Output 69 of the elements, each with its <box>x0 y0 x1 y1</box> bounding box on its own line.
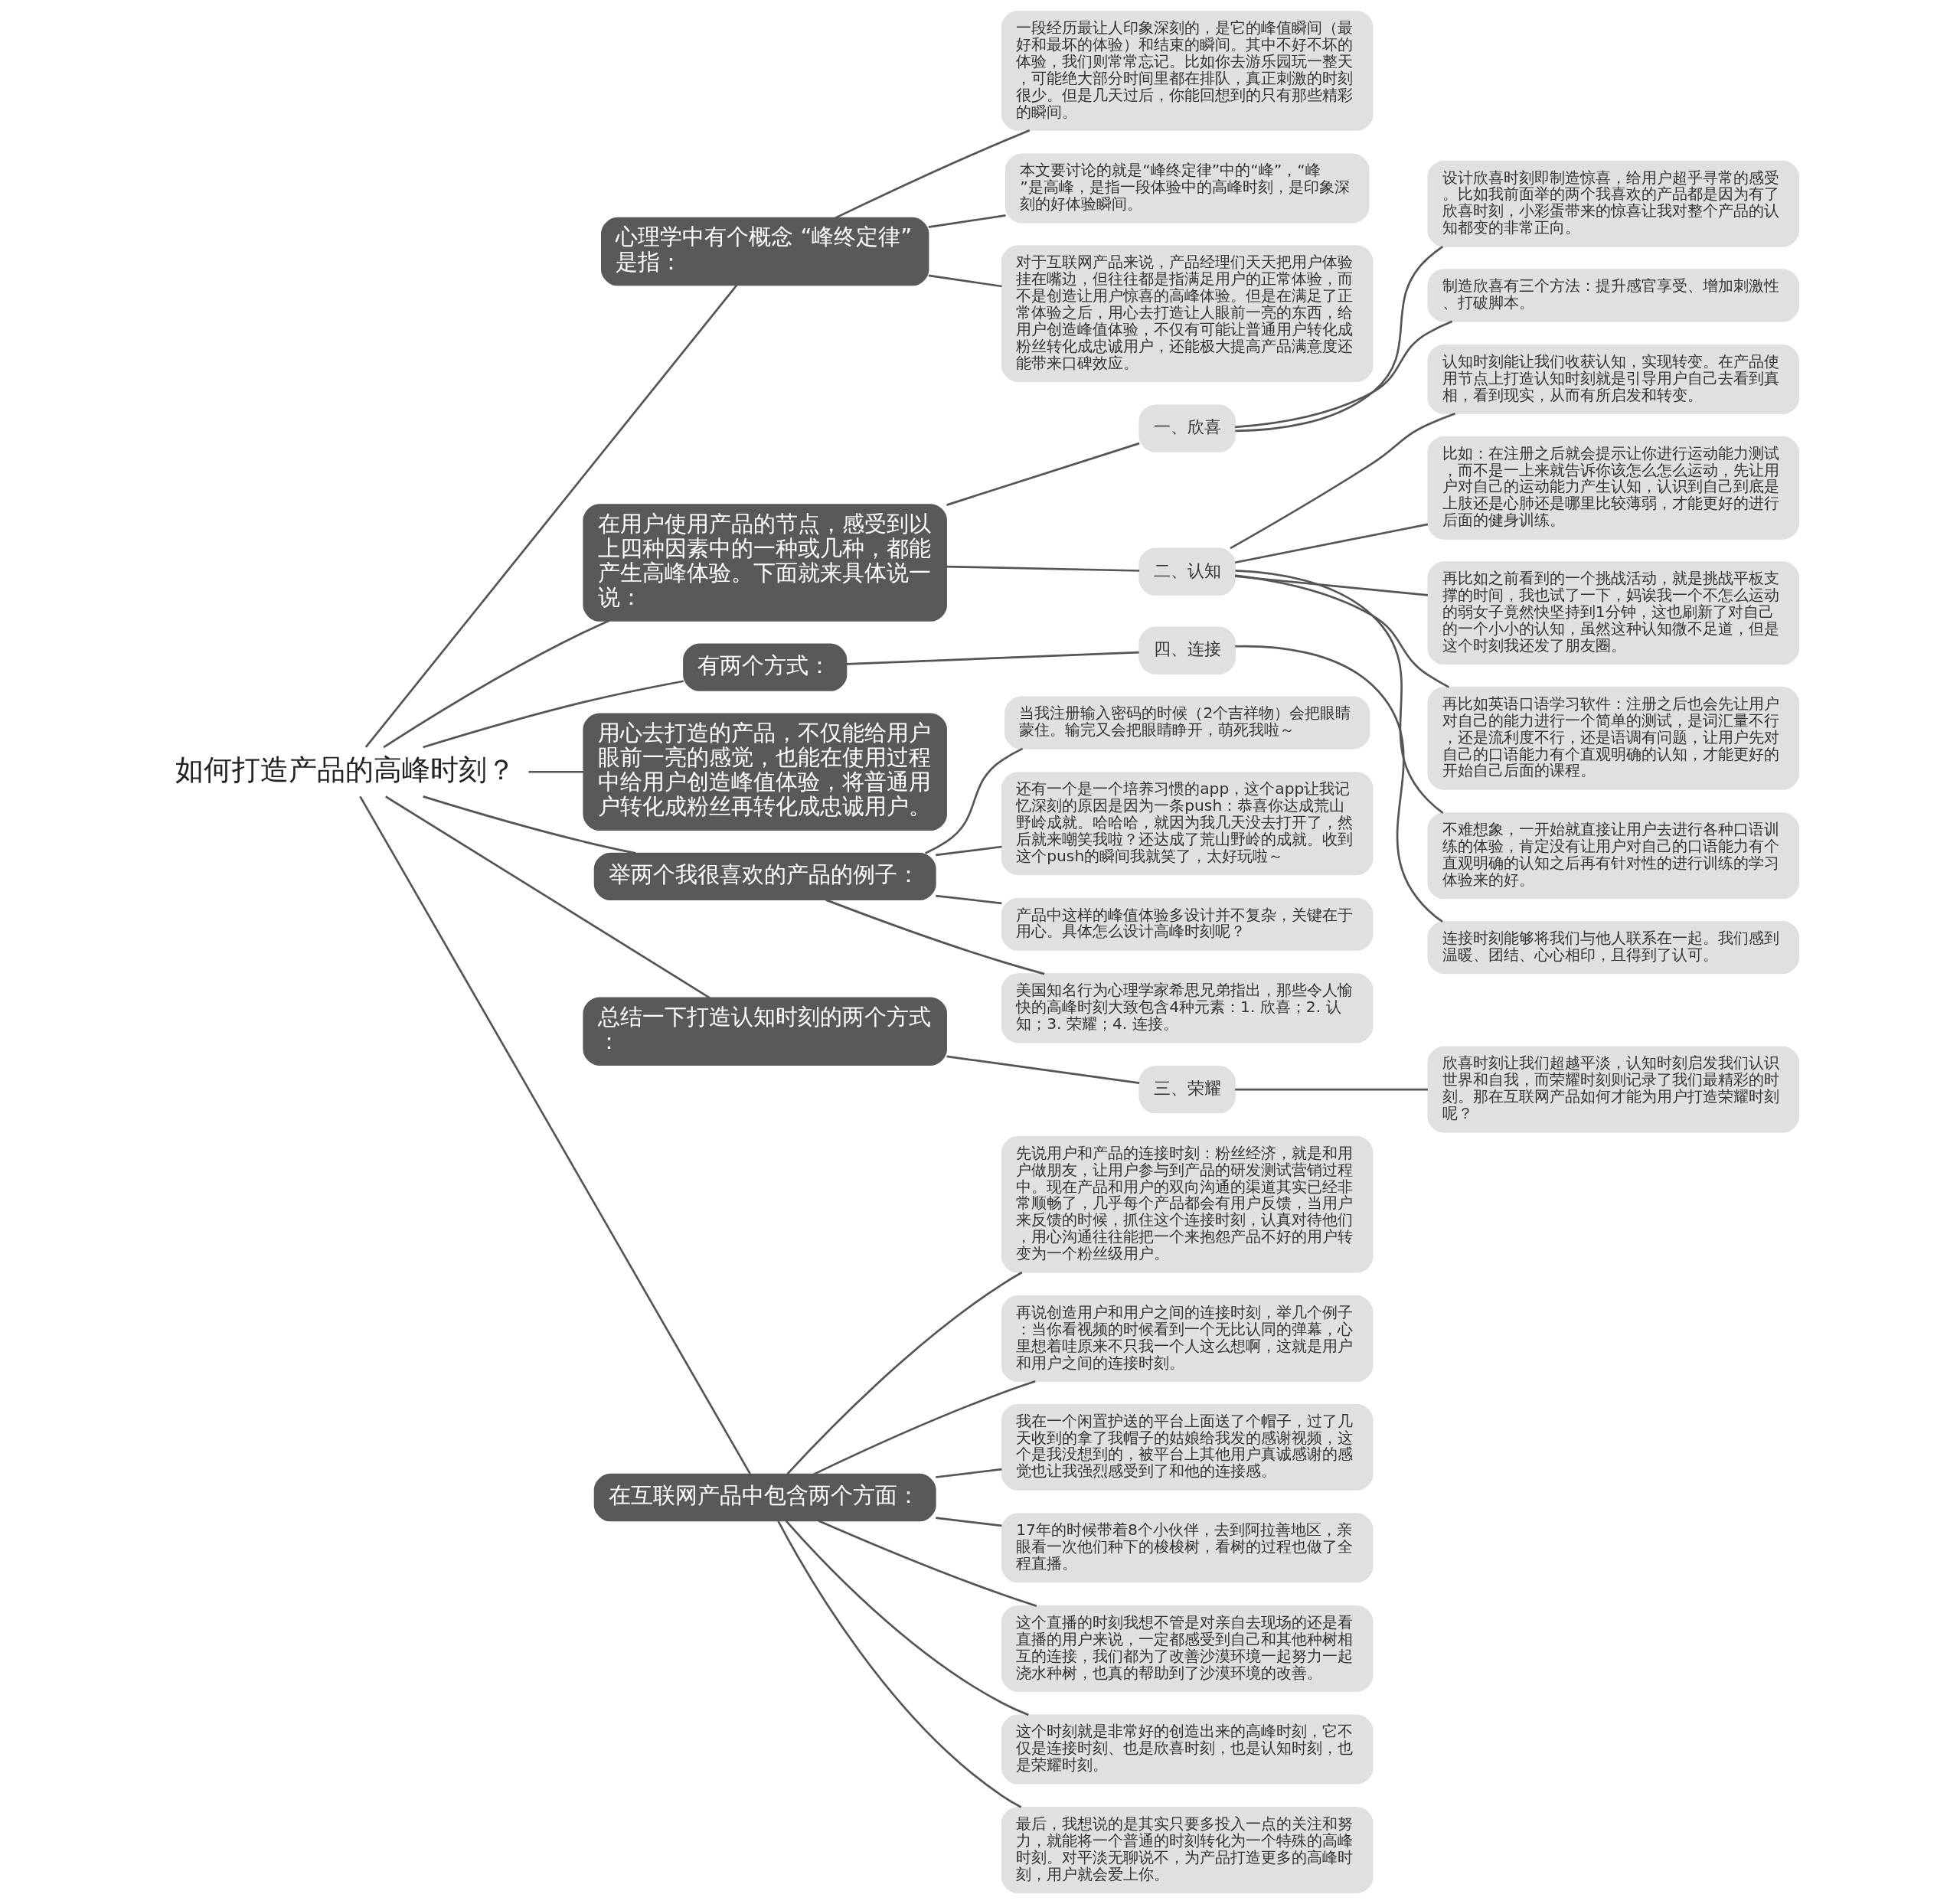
connector <box>1230 413 1455 550</box>
node-box: 17年的时候带着8个小伙伴，去到阿拉善地区，亲眼看一次他们种下的梭梭树，看树的过程也做了全程直播。 <box>1001 1513 1374 1583</box>
node-box: 连接时刻能够将我们与他人联系在一起。我们感到温暖、团结、心心相印，且得到了认可。 <box>1427 921 1800 975</box>
connector <box>423 795 636 854</box>
connector <box>928 214 1006 228</box>
node-box: 再比如英语口语学习软件：注册之后也会先让用户对自己的能力进行一个简单的测试，是词汇量不行，还是流利度不行，还是语调有问题，让用户先对自己的口语能力有个直观明确的认知，才能更好的开始自己后面的课程。 <box>1427 686 1800 790</box>
node-box: 还有一个是一个培养习惯的app，这个app让我记忆深刻的原因是因为一条push：恭喜你达成荒山野岭成就。哈哈哈，就因为我几天没去打开了，然后就来嘲笑我啦？还达成了荒山野岭的成就。收到这个push的瞬间我就笑了，太好玩啦～ <box>1001 772 1374 876</box>
connector <box>928 274 1002 288</box>
node-box: 用心去打造的产品，不仅能给用户眼前一亮的感觉，也能在使用过程中给用户创造峰值体验，将普通用户转化成粉丝再转化成忠诚用户。 <box>583 713 947 831</box>
node-box: 比如：在注册之后就会提示让你进行运动能力测试，而不是一上来就告诉你该怎么怎么运动，先让用户对自己的运动能力产生认知，认识到自己到底是上肢还是心肺还是哪里比较薄弱，才能更好的进行后面的健身训练。 <box>1427 436 1800 540</box>
node-box: 美国知名行为心理学家希思兄弟指出，那些令人愉快的高峰时刻大致包含4种元素：1. 欣喜；2. 认知；3. 荣耀；4. 连接。 <box>1001 973 1374 1043</box>
node-box: 再说创造用户和用户之间的连接时刻，举几个例子：当你看视频的时候看到一个无比认同的弹幕，心里想着哇原来不只我一个人这么想啊，这就是用户和用户之间的连接时刻。 <box>1001 1295 1374 1383</box>
node-box: 当我注册输入密码的时候（2个吉祥物）会把眼睛蒙住。输完又会把眼睛睁开，萌死我啦～ <box>1004 696 1370 750</box>
connector <box>1235 245 1444 433</box>
node-box: 在互联网产品中包含两个方面： <box>593 1473 936 1522</box>
connector <box>936 1517 1002 1527</box>
connector <box>1235 645 1443 923</box>
node-box: 一段经历最让人印象深刻的，是它的峰值瞬间（最好和最坏的体验）和结束的瞬间。其中不好不坏的体验，我们则常常忘记。比如你去游乐园玩一整天，可能绝大部分时间里都在排队，真正刺激的时刻很少。但是几天过后，你能回想到的只有那些精彩的瞬间。 <box>1001 11 1374 131</box>
node-box: 在用户使用产品的节点，感受到以上四种因素中的一种或几种，都能产生高峰体验。下面就来具体说一说： <box>583 504 947 622</box>
connector <box>385 795 710 999</box>
node-box: 一、欣喜 <box>1138 404 1236 452</box>
node-box: 制造欣喜有三个方法：提升感官享受、增加刺激性、打破脚本。 <box>1427 269 1800 322</box>
connector <box>1235 569 1444 814</box>
node-box: 我在一个闲置护送的平台上面送了个帽子，过了几天收到的拿了我帽子的姑娘给我发的感谢视频，这个是我没想到的，被平台上其他用户真诚感谢的感觉也让我强烈感受到了和他的连接感。 <box>1001 1403 1374 1491</box>
node-box: 这个直播的时刻我想不管是对亲自去现场的还是看直播的用户来说，一定都感受到自己和其他种树相互的连接，我们都为了改善沙漠环境一起努力一起浇水种树，也真的帮助到了沙漠环境的改善。 <box>1001 1605 1374 1692</box>
connector <box>946 565 1140 572</box>
connector <box>846 651 1139 665</box>
node-box: 这个时刻就是非常好的创造出来的高峰时刻，它不仅是连接时刻、也是欣喜时刻，也是认知时刻，也是荣耀时刻。 <box>1001 1714 1374 1785</box>
node-box: 设计欣喜时刻即制造惊喜，给用户超乎寻常的感受。比如我前面举的两个我喜欢的产品都是因为有了欣喜时刻，小彩蛋带来的惊喜让我对整个产品的认知都变的非常正向。 <box>1427 160 1800 247</box>
node-box: 二、认知 <box>1138 547 1236 596</box>
node-box: 认知时刻能让我们收获认知，实现转变。在产品使用节点上打造认知时刻就是引导用户自己去看到真相，看到现实，从而有所启发和转变。 <box>1427 345 1800 415</box>
node-box: 有两个方式： <box>683 643 848 691</box>
connector <box>1235 575 1428 596</box>
node-box: 产品中这样的峰值体验多设计并不复杂，关键在于用心。具体怎么设计高峰时刻呢？ <box>1001 897 1374 951</box>
node-text: 如何打造产品的高峰时刻？ <box>175 753 516 786</box>
node-box: 四、连接 <box>1138 626 1236 674</box>
node-box: 欣喜时刻让我们超越平淡，认知时刻启发我们认识世界和自我，而荣耀时刻则记录了我们最精彩的时刻。那在互联网产品如何才能为用户打造荣耀时刻呢？ <box>1427 1046 1800 1133</box>
connector <box>786 1271 1023 1475</box>
connector <box>946 442 1140 506</box>
connector <box>359 795 752 1475</box>
connector <box>383 619 609 749</box>
node-box: 不难想象，一开始就直接让用户去进行各种口语训练的体验，肯定没有让用户对自己的口语能力有个直观明确的认知之后再有针对性的进行训练的学习体验来的好。 <box>1427 812 1800 900</box>
node-box: 三、荣耀 <box>1138 1065 1236 1114</box>
connector <box>936 1468 1002 1478</box>
connector <box>1235 1088 1428 1091</box>
node-box: 总结一下打造认知时刻的两个方式： <box>583 997 947 1066</box>
node-box: 举两个我很喜欢的产品的例子： <box>593 852 936 901</box>
connector <box>777 1520 1022 1808</box>
connector <box>528 770 584 773</box>
connector <box>825 899 1045 975</box>
connector <box>936 845 1002 857</box>
connector <box>785 1520 1029 1716</box>
connector <box>423 680 684 749</box>
connector <box>1234 523 1429 564</box>
connector <box>818 1520 1037 1607</box>
node-box: 心理学中有个概念 “峰终定律”是指： <box>601 217 929 286</box>
connector <box>1235 320 1453 429</box>
node-box: 先说用户和产品的连接时刻：粉丝经济，就是和用户做朋友，让用户参与到产品的研发测试营销过程中。现在产品和用户的双向沟通的渠道其实已经非常顺畅了，几乎每个产品都会有用户反馈，当用户来反馈的时候，抓住这个连接时刻，认真对待他们，用心沟通往往能把一个来抱怨产品不好的用户转变为一个粉丝级用户。 <box>1001 1135 1374 1273</box>
node-box: 再比如之前看到的一个挑战活动，就是挑战平板支撑的时间，我也试了一下，妈诶我一个不怎么运动的弱女子竟然快坚持到1分钟，这也刷新了对自己的一个小小的认知，虽然这种认知微不足道，但是这个时刻我还发了朋友圈。 <box>1427 561 1800 665</box>
connector <box>835 129 1031 219</box>
node-box: 对于互联网产品来说，产品经理们天天把用户体验挂在嘴边，但往往都是指满足用户的正常体验，而不是创造让用户惊喜的高峰体验。但是在满足了正常体验之后，用心去打造让人眼前一亮的东西，给用户创造峰值体验，不仅有可能让普通用户转化成粉丝转化成忠诚用户，还能极大提高产品满意度还能带来口碑效应。 <box>1001 245 1374 382</box>
node-box: 最后，我想说的是其实只要多投入一点的关注和努力，就能将一个普通的时刻转化为一个特殊的高峰时刻。对平淡无聊说不，为产品打造更多的高峰时刻，用户就会爱上你。 <box>1001 1806 1374 1893</box>
node-box: 本文要讨论的就是“峰终定律”中的“峰”，“峰”是高峰，是指一段体验中的高峰时刻，是印象深刻的好体验瞬间。 <box>1004 153 1370 224</box>
connector <box>925 747 1024 854</box>
connector <box>364 284 738 748</box>
connector <box>946 1055 1140 1084</box>
connector <box>1235 574 1450 688</box>
connector <box>813 1380 1036 1475</box>
connector <box>936 894 1002 905</box>
